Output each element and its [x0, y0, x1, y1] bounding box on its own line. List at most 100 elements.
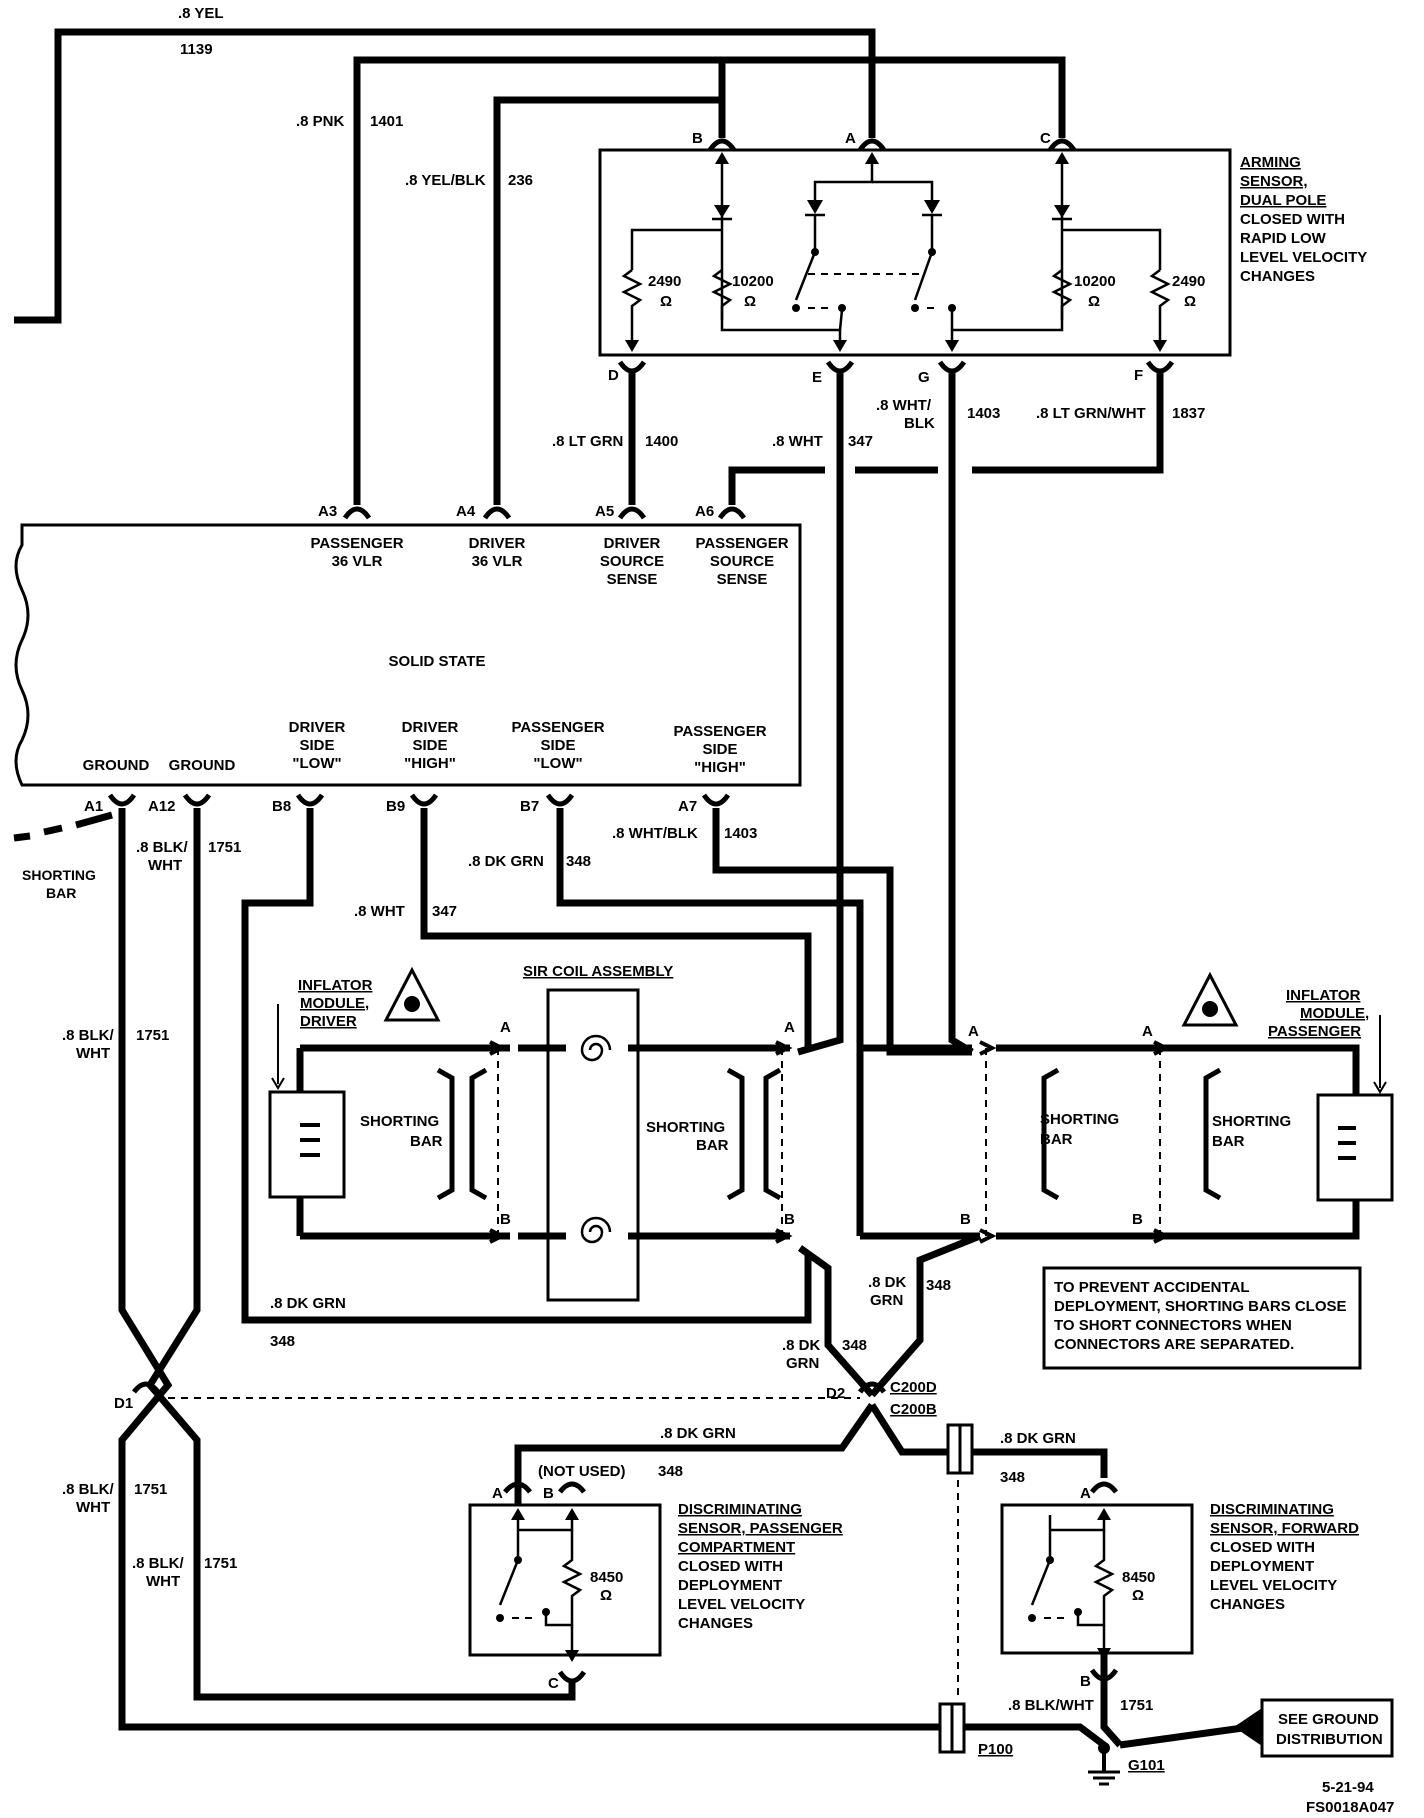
disc-forward-resistor: 8450 [1122, 1569, 1155, 1586]
inflator-passenger-label-3: PASSENGER [1268, 1023, 1361, 1040]
module-b9-label-2: SIDE [412, 737, 447, 754]
shorting-bar-4-label-1: SHORTING [1212, 1113, 1291, 1130]
sir-coil-title: SIR COIL ASSEMBLY [523, 963, 673, 980]
disc-passenger-desc-3: LEVEL VELOCITY [678, 1596, 805, 1613]
shorting-bar-3-label-2: BAR [1040, 1131, 1073, 1148]
wire-1751-left-size-1: .8 BLK/ [62, 1027, 115, 1044]
ground-ref-label-1: SEE GROUND [1278, 1711, 1379, 1728]
shorting-bar-1-label-1: SHORTING [360, 1113, 439, 1130]
arming-sensor-desc-3: LEVEL VELOCITY [1240, 249, 1367, 266]
wire-1403-a7-size: .8 WHT/BLK [612, 825, 698, 842]
connector-d2-label: D2 [826, 1385, 845, 1402]
shorting-bar-1-label-2: BAR [410, 1133, 443, 1150]
module-b8-label-1: DRIVER [289, 719, 346, 736]
solid-state-module: A3 A4 A5 A6 PASSENGER 36 VLR DRIVER 36 V… [14, 503, 802, 815]
a1-shorting-bar-label-1: SHORTING [22, 867, 96, 883]
ground-distribution-ref: SEE GROUND DISTRIBUTION [1234, 1698, 1394, 1758]
wire-1401-size: .8 PNK [296, 113, 345, 130]
wire-1751-g-circuit: 1751 [1120, 1697, 1153, 1714]
wire-348-disc-p-size: .8 DK GRN [660, 1425, 736, 1442]
wire-1751-a12-size-2: WHT [148, 857, 182, 874]
pass-inflator-pin-b: B [1132, 1211, 1143, 1228]
inflator-driver-label-2: MODULE, [300, 995, 369, 1012]
wire-348-bottom-circuit: 348 [270, 1333, 295, 1350]
module-a4-label-2: 36 VLR [472, 553, 523, 570]
module-pin-a12: A12 [148, 798, 176, 815]
wire-1139-circuit: 1139 [180, 41, 213, 58]
wire-1751-d1a-size-1: .8 BLK/ [62, 1481, 115, 1498]
module-a7-label-2: SIDE [702, 741, 737, 758]
arming-sensor-title-3: DUAL POLE [1240, 192, 1326, 209]
disc-passenger-pin-c: C [548, 1675, 559, 1692]
a1-shorting-bar-label-2: BAR [46, 885, 76, 901]
wire-348-mid-r-size-1: .8 DK [868, 1274, 907, 1291]
discriminating-sensor-passenger: 8450 Ω (NOT USED) A B C DISCRIMINATING S… [468, 1463, 843, 1692]
wire-1751-left-circuit: 1751 [136, 1027, 169, 1044]
wire-1403-size-2: BLK [904, 415, 935, 432]
module-pin-a4: A4 [456, 503, 476, 520]
arming-sensor-desc-1: CLOSED WITH [1240, 211, 1345, 228]
ground-ref-arrow-icon [1234, 1708, 1262, 1746]
shorting-bar-note: TO PREVENT ACCIDENTAL DEPLOYMENT, SHORTI… [1042, 1266, 1362, 1370]
ground-ref-label-2: DISTRIBUTION [1276, 1731, 1383, 1748]
disc-passenger-title-2: SENSOR, PASSENGER [678, 1520, 843, 1537]
disc-forward-pin-b: B [1080, 1673, 1091, 1690]
disc-passenger-desc-1: CLOSED WITH [678, 1558, 783, 1575]
module-b9-label-3: "HIGH" [404, 755, 456, 772]
module-pin-b9: B9 [386, 798, 405, 815]
disc-forward-title-2: SENSOR, FORWARD [1210, 1520, 1359, 1537]
wire-347-circuit: 347 [848, 433, 873, 450]
ohm-symbol-3: Ω [1088, 293, 1100, 310]
inflator-passenger-label-2: MODULE, [1300, 1005, 1369, 1022]
module-title: SOLID STATE [389, 653, 486, 670]
module-pin-a1: A1 [84, 798, 103, 815]
arming-pin-a: A [845, 130, 856, 147]
module-a3-label-2: 36 VLR [332, 553, 383, 570]
pass-conn-pin-b: B [960, 1211, 971, 1228]
module-b8-label-2: SIDE [299, 737, 334, 754]
wire-1751-d1a-size-2: WHT [76, 1499, 110, 1516]
pass-inflator-pin-a: A [1142, 1023, 1153, 1040]
module-pin-b7: B7 [520, 798, 539, 815]
module-a4-label-1: DRIVER [469, 535, 526, 552]
wire-1401-circuit: 1401 [370, 113, 403, 130]
wire-348-disc-p-circuit: 348 [658, 1463, 683, 1480]
shorting-bar-4-label-2: BAR [1212, 1133, 1245, 1150]
disc-forward-desc-4: CHANGES [1210, 1596, 1285, 1613]
arming-pin-g: G [918, 369, 930, 386]
wire-1751-a12-circuit: 1751 [208, 839, 241, 856]
wire-1751-a12-size-1: .8 BLK/ [136, 839, 189, 856]
lower-wiring: SHORTING BAR .8 BLK/ WHT 1751 .8 BLK/ WH… [13, 808, 1251, 1786]
module-pin-a6: A6 [695, 503, 714, 520]
arming-sensor-desc-2: RAPID LOW [1240, 230, 1327, 247]
disc-passenger-resistor: 8450 [590, 1569, 623, 1586]
wire-347-size: .8 WHT [772, 433, 823, 450]
wire-1403-a7-circuit: 1403 [724, 825, 757, 842]
ground-g101-label: G101 [1128, 1757, 1165, 1774]
disc-passenger-title-1: DISCRIMINATING [678, 1501, 802, 1518]
arming-sensor-title-1: ARMING [1240, 154, 1301, 171]
sir-coil-assembly: SIR COIL ASSEMBLY INFLATOR MODULE, DRIVE… [268, 963, 1394, 1302]
arming-sensor-title-2: SENSOR, [1240, 173, 1308, 190]
inflator-driver-label-1: INFLATOR [298, 977, 373, 994]
wire-347-b9-size: .8 WHT [354, 903, 405, 920]
wire-1751-left-size-2: WHT [76, 1045, 110, 1062]
disc-forward-title-1: DISCRIMINATING [1210, 1501, 1334, 1518]
wire-1751-d1b-size-2: WHT [146, 1573, 180, 1590]
module-b7-label-3: "LOW" [533, 755, 582, 772]
wire-1400-circuit: 1400 [645, 433, 678, 450]
module-pin-a3: A3 [318, 503, 337, 520]
shorting-bar-2-label-1: SHORTING [646, 1119, 725, 1136]
ohm-symbol-4: Ω [1184, 293, 1196, 310]
coil-conn-pin-b: B [784, 1211, 795, 1228]
footer-code: FS0018A047 [1306, 1799, 1394, 1816]
wire-348-disc-f-size: .8 DK GRN [1000, 1430, 1076, 1447]
wire-348-mid-l-size-2: GRN [786, 1355, 819, 1372]
coil-conn-pin-a: A [784, 1019, 795, 1036]
note-line-4: CONNECTORS ARE SEPARATED. [1054, 1336, 1294, 1353]
pass-conn-pin-a: A [968, 1023, 979, 1040]
wire-348-b7-size: .8 DK GRN [468, 853, 544, 870]
wire-1139-size: .8 YEL [178, 5, 224, 22]
ohm-symbol-2: Ω [744, 293, 756, 310]
